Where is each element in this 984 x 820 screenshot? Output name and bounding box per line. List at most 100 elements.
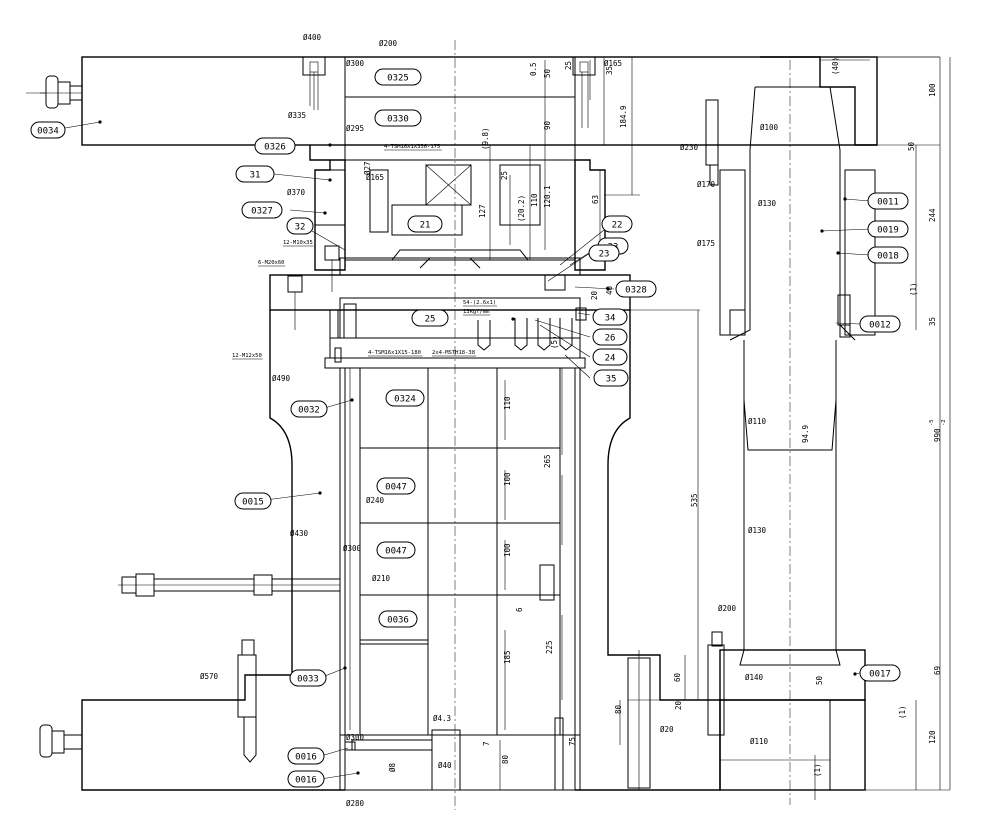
dimension-240: Ø240 [366,496,385,505]
dimension-225: 225 [545,640,554,654]
balloon-label: 0328 [625,286,647,296]
balloon-0016: 0016 [287,770,325,788]
balloon-23: 23 [588,244,620,262]
balloon-outline [286,217,314,235]
dimension-40-dia: Ø40 [438,761,452,770]
balloon-label: 0330 [387,115,409,125]
dimension-949: 94.9 [801,425,810,443]
dimension-100-c: 100 [503,543,512,557]
dimension-370: Ø370 [287,188,306,197]
dimension-20-dia: Ø20 [660,725,674,734]
dimension-0-5: 0.5 [529,62,538,76]
balloon-0011: 0011 [867,192,909,210]
bottom-plates [339,717,581,791]
dimension-69: 69 [933,666,942,675]
balloon-34: 34 [592,308,628,326]
leader-dots [98,120,857,775]
balloon-0047: 0047 [376,477,416,495]
dimension-300-b: Ø300 [346,733,365,742]
balloon-0036: 0036 [378,610,418,628]
dimension-130-u: Ø130 [758,199,777,208]
stacked-blocks [359,367,561,736]
dimension-80-b: 80 [614,704,623,714]
balloon-0326: 0326 [254,137,296,155]
balloon-0325: 0325 [374,68,422,86]
balloon-outline [254,137,296,155]
balloon-outline [411,309,449,327]
dimension-9-8: (9.8) [481,127,490,150]
balloon-label: 0324 [394,395,416,405]
balloon-outline [385,389,425,407]
balloon-label: 0018 [877,252,899,262]
dimension-40-s: 40 [605,285,614,295]
balloon-label: 0325 [387,74,409,84]
side-pipe-connector-icon [118,573,341,597]
dimension-1p-a: (1) [909,282,918,296]
balloon-outline [867,192,909,210]
balloon-label: 24 [605,354,616,364]
dimension-60: 60 [673,672,682,682]
balloon-outline [592,348,628,366]
dimension-244: 244 [928,208,937,222]
dimension-200-top: Ø200 [379,39,398,48]
part-balloons: 0325033000340326310327322122332303282534… [30,68,909,788]
dimension-200-b: Ø200 [718,604,737,613]
balloon-label: 0016 [295,776,317,786]
balloon-outline [235,165,275,183]
balloon-outline [615,280,657,298]
balloon-0034: 0034 [30,121,66,139]
dimension-210: Ø210 [372,574,391,583]
balloon-outline [407,215,443,233]
dimension-25-mid: 25 [500,171,509,180]
dimension-184: 184.9 [619,105,628,128]
balloon-outline [374,109,422,127]
balloon-24: 24 [592,348,628,366]
dimension-130-l: Ø130 [748,526,767,535]
dimension-35-top: 35 [605,66,614,75]
dimension-lines [489,56,951,800]
dimension-535: 535 [690,493,699,507]
dimension-140: Ø140 [745,673,764,682]
dimension-4-3: Ø4.3 [433,714,451,723]
balloon-outline [287,747,325,765]
dimension-50-top: 50 [543,68,552,78]
dimension-120-1: 120.1 [543,185,552,208]
balloon-26: 26 [592,328,628,346]
dimension-20-s: 20 [590,290,599,300]
balloon-label: 0033 [297,675,319,685]
note-54: 54-(2.6x1) [463,300,496,306]
balloon-label: 0032 [298,406,320,416]
note-tsm-top: 4-TSM16X1X356-175 [384,144,440,150]
balloon-0328: 0328 [615,280,657,298]
balloon-label: 35 [606,375,617,385]
balloon-label: 25 [425,315,436,325]
balloon-label: 22 [612,221,623,231]
balloon-0018: 0018 [867,246,909,264]
balloon-0032: 0032 [290,400,328,418]
dimension-50-b: 50 [815,675,824,685]
balloon-label: 34 [605,314,616,324]
balloon-outline [859,664,901,682]
dimension-230: Ø230 [680,143,699,152]
balloon-outline [593,369,629,387]
balloon-outline [867,246,909,264]
left-bottom-bolt [237,639,257,763]
dimension-175: Ø175 [697,239,715,248]
balloon-outline [588,244,620,262]
balloon-label: 0036 [387,616,409,626]
balloon-22: 22 [601,215,633,233]
balloon-0017: 0017 [859,664,901,682]
dimension-280: Ø280 [346,799,365,808]
balloon-outline [374,68,422,86]
dimension-20-b: 20 [674,700,683,710]
balloon-label: 0034 [37,127,59,137]
cavity-block [344,159,576,261]
balloon-outline [234,492,272,510]
dimension-27: Ø27 [363,161,372,175]
balloon-outline [376,541,416,559]
note-tsm-mid: 4-TSM16x1X15-180 [368,350,421,356]
balloon-outline [601,215,633,233]
balloon-outline [30,121,66,139]
dimension-7: 7 [482,741,491,746]
